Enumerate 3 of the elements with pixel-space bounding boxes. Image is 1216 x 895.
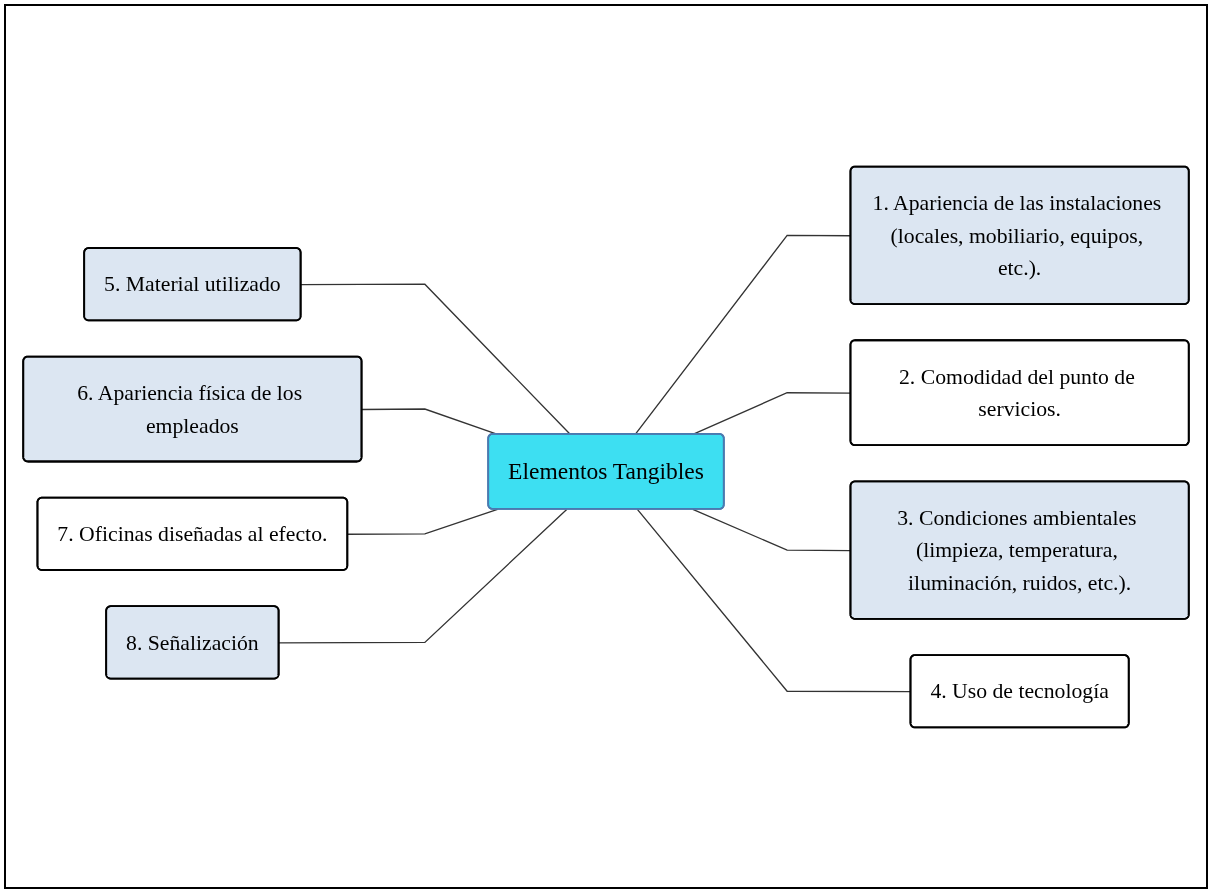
connector (278, 508, 568, 643)
connector (300, 283, 571, 435)
connector (347, 508, 499, 535)
